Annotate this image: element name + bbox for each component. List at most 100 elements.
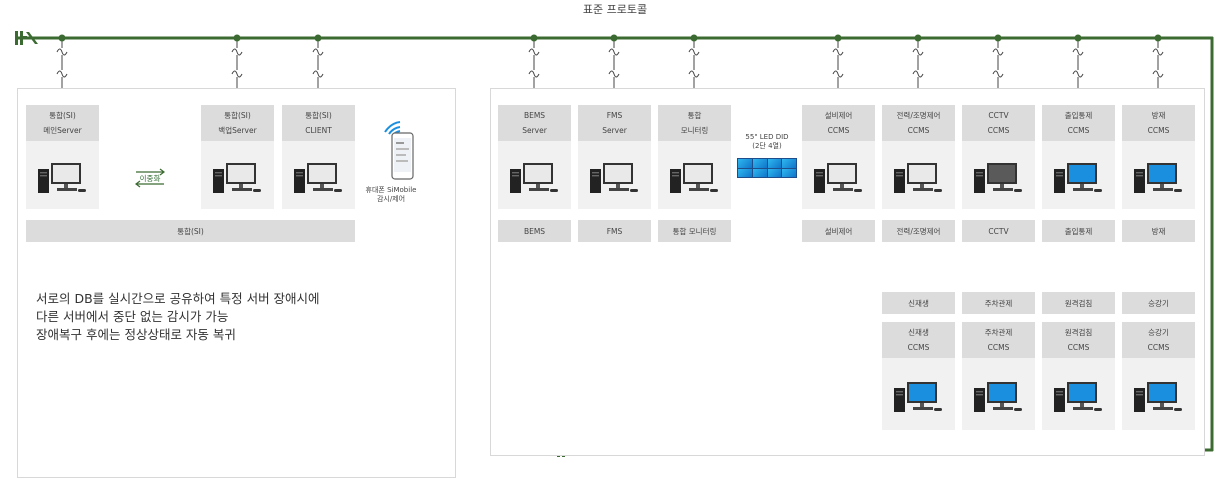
computer-icon (813, 163, 862, 193)
system-label: FMS (578, 220, 651, 242)
subsystem-label: 신재생 (882, 292, 955, 314)
card-subtitle: 모니터링 (680, 126, 709, 135)
duplex-arrow-icon (135, 168, 165, 188)
did-label: 55" LED DID(2단 4열) (732, 133, 802, 151)
card-subtitle: 메인Server (43, 126, 82, 135)
description-line: 서로의 DB를 실시간으로 공유하여 특정 서버 장애시에 (36, 291, 320, 306)
description-line: 장애복구 후에는 정상상태로 자동 복귀 (36, 327, 236, 342)
computer-icon (893, 382, 942, 412)
computer-icon (1053, 382, 1102, 412)
system-label: 방재 (1122, 220, 1195, 242)
bus-node (58, 34, 66, 42)
led-video-wall (737, 158, 797, 178)
system-card[interactable]: BEMS Server (498, 105, 571, 209)
computer-icon (37, 161, 89, 195)
card-subtitle: CCMS (987, 126, 1010, 135)
computer-icon (509, 163, 558, 193)
card-title: 주차관제 (984, 328, 1013, 337)
system-card[interactable]: 전력/조명제어 CCMS (882, 105, 955, 209)
computer-icon (893, 163, 942, 193)
protocol-title: 표준 프로토콜 (582, 3, 648, 16)
bus-start-symbol (15, 31, 38, 45)
card-subtitle: CCMS (1147, 343, 1170, 352)
bus-node (1074, 34, 1082, 42)
drop-line (56, 38, 68, 105)
subsystem-label: 원격검침 (1042, 292, 1115, 314)
card-title: 통합 (687, 111, 702, 120)
drop-line (1152, 38, 1164, 105)
bus-node (1154, 34, 1162, 42)
drop-line (312, 38, 324, 105)
card-title: 출입통제 (1064, 111, 1093, 120)
card-title: 신재생 (908, 328, 929, 337)
mobile-phone-icon (384, 121, 414, 180)
card-title: 통합(SI) (49, 111, 76, 120)
bus-node (994, 34, 1002, 42)
card-header: 통합(SI) CLIENT (282, 105, 355, 141)
system-label: 통합 모니터링 (658, 220, 731, 242)
computer-icon (293, 161, 345, 195)
bus-node (834, 34, 842, 42)
bus-node (233, 34, 241, 42)
system-label: CCTV (962, 220, 1035, 242)
description-line: 다른 서버에서 중단 없는 감시가 가능 (36, 309, 229, 324)
subsystem-card[interactable]: 주차관제 CCMS (962, 322, 1035, 430)
card-subtitle: CCMS (987, 343, 1010, 352)
computer-icon (1133, 382, 1182, 412)
card-subtitle: 백업Server (218, 126, 257, 135)
bus-node (610, 34, 618, 42)
card-header: 전력/조명제어 CCMS (882, 105, 955, 141)
computer-icon (212, 161, 264, 195)
drop-line (992, 38, 1004, 105)
card-subtitle: CLIENT (305, 126, 332, 135)
drop-line (1072, 38, 1084, 105)
duplex-label: 이중화 (139, 173, 161, 183)
card-subtitle: CCMS (907, 126, 930, 135)
card-title: 전력/조명제어 (896, 111, 941, 120)
main-server-card[interactable]: 통합(SI) 메인Server (26, 105, 99, 209)
card-header: 주차관제 CCMS (962, 322, 1035, 358)
card-title: 승강기 (1148, 328, 1169, 337)
computer-icon (1053, 163, 1102, 193)
computer-icon (973, 382, 1022, 412)
system-label: BEMS (498, 220, 571, 242)
backup-server-card[interactable]: 통합(SI)백업Server (201, 105, 274, 209)
card-header: 통합(SI)백업Server (201, 105, 274, 141)
drop-line (912, 38, 924, 105)
card-header: 승강기 CCMS (1122, 322, 1195, 358)
card-title: 통합(SI) (305, 111, 332, 120)
subsystem-card[interactable]: 승강기 CCMS (1122, 322, 1195, 430)
system-label: 출입통제 (1042, 220, 1115, 242)
card-title: BEMS (523, 111, 546, 120)
bus-node (530, 34, 538, 42)
drop-line (231, 38, 243, 105)
drop-line (528, 38, 540, 105)
drop-line (688, 38, 700, 105)
mobile-label-line: 휴대폰 SiMobile (365, 186, 417, 194)
client-card[interactable]: 통합(SI) CLIENT (282, 105, 355, 209)
did-label-line: (2단 4열) (752, 142, 782, 150)
computer-icon (1133, 163, 1182, 193)
card-subtitle: CCMS (1147, 126, 1170, 135)
drop-line (832, 38, 844, 105)
mobile-label-line: 감시/제어 (376, 195, 406, 203)
computer-icon (589, 163, 638, 193)
card-subtitle: Server (522, 126, 547, 135)
drop-line (608, 38, 620, 105)
subsystem-label: 주차관제 (962, 292, 1035, 314)
card-subtitle: CCMS (1067, 343, 1090, 352)
card-title: 설비제어 (824, 111, 853, 120)
card-subtitle: Server (602, 126, 627, 135)
